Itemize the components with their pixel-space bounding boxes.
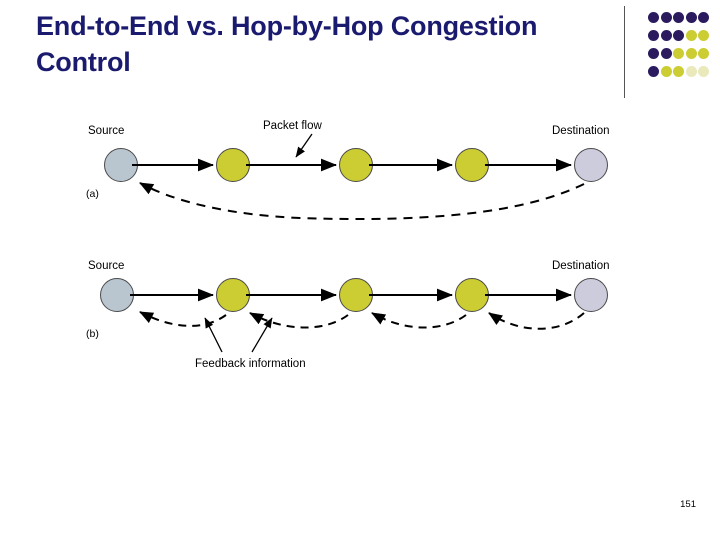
diagram-a-feedback-curve xyxy=(139,182,585,221)
diagram-a-node-destination xyxy=(574,148,608,182)
diagram-a-packet-flow-pointer xyxy=(295,133,313,158)
dot-marker xyxy=(673,30,684,41)
diagram-a-node-router-2 xyxy=(339,148,373,182)
diagram-b-node-router-3 xyxy=(455,278,489,312)
dot-marker xyxy=(673,66,684,77)
diagram-b-destination-label: Destination xyxy=(552,260,610,272)
diagram-b-feedback-leaders xyxy=(204,317,273,353)
dot-marker xyxy=(685,30,697,41)
dot-marker xyxy=(685,48,697,59)
page-title: End-to-End vs. Hop-by-Hop Congestion Con… xyxy=(36,11,538,78)
title-divider-rule xyxy=(624,6,625,98)
dot-marker xyxy=(648,48,659,59)
diagram-b-node-router-2 xyxy=(339,278,373,312)
dot-marker xyxy=(698,12,709,23)
dot-marker xyxy=(660,30,672,41)
dot-marker xyxy=(685,66,697,77)
dot-marker xyxy=(685,12,697,23)
diagram-a-tag: (a) xyxy=(86,188,99,200)
diagram-b-feedback-label: Feedback information xyxy=(195,358,306,370)
dot-marker xyxy=(698,30,709,41)
diagram-b-node-source xyxy=(100,278,134,312)
diagram-a-node-router-1 xyxy=(216,148,250,182)
dot-marker xyxy=(660,66,672,77)
dot-marker xyxy=(660,12,672,23)
decorative-dot-grid xyxy=(648,12,710,86)
dot-marker xyxy=(698,66,709,77)
diagram-a-node-source xyxy=(104,148,138,182)
dot-marker xyxy=(648,66,659,77)
diagram-a-node-router-3 xyxy=(455,148,489,182)
dot-marker xyxy=(673,48,684,59)
dot-marker xyxy=(698,48,709,59)
diagram-a-destination-label: Destination xyxy=(552,125,610,137)
diagram-a-source-label: Source xyxy=(88,125,125,137)
dot-marker xyxy=(648,12,659,23)
diagram-b-tag: (b) xyxy=(86,328,99,340)
dot-marker xyxy=(673,12,684,23)
dot-marker xyxy=(648,30,659,41)
diagram-a-packet-flow-label: Packet flow xyxy=(263,120,322,132)
diagram-b-feedback-curves xyxy=(139,311,585,330)
dot-marker xyxy=(660,48,672,59)
diagram-b-node-destination xyxy=(574,278,608,312)
page-number: 151 xyxy=(680,499,696,510)
diagram-b-node-router-1 xyxy=(216,278,250,312)
diagram-b-source-label: Source xyxy=(88,260,125,272)
